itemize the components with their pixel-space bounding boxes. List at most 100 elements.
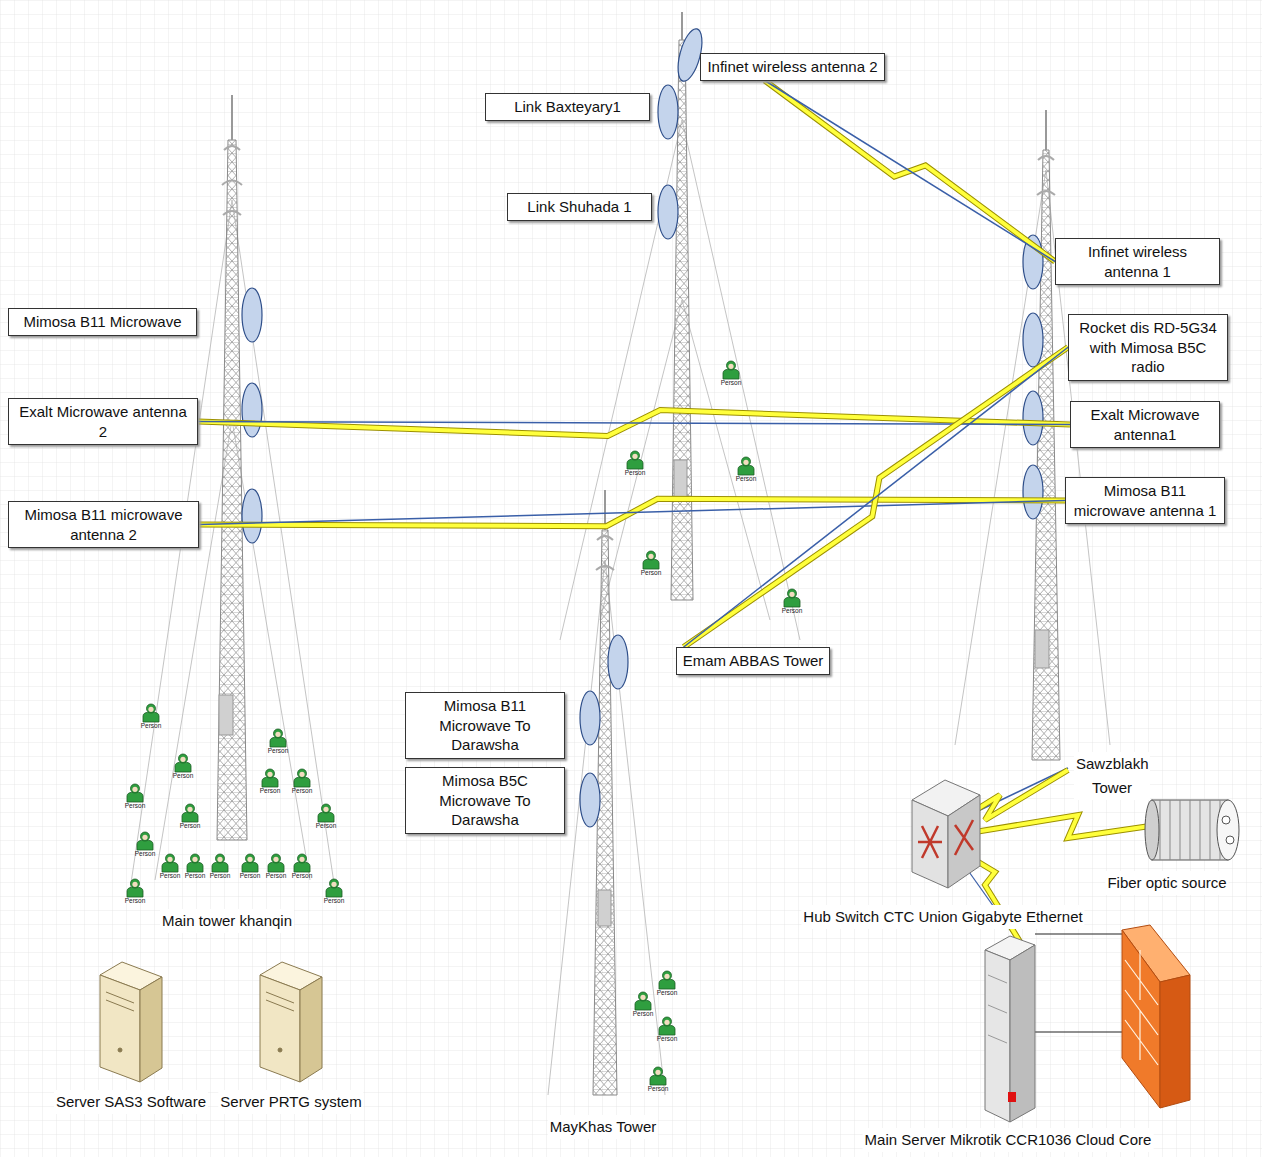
box-text: Mimosa B5C Microwave To Darawsha xyxy=(411,771,559,830)
person-icon xyxy=(175,754,191,772)
wireless-link xyxy=(684,347,1068,647)
box-text: Infinet wireless antenna 2 xyxy=(706,57,879,77)
person-label: Person xyxy=(624,470,647,477)
server-icon xyxy=(260,962,322,1082)
person-icon xyxy=(182,804,198,822)
hub-switch-icon xyxy=(912,780,980,888)
person-label: Person xyxy=(632,1011,655,1018)
person-icon xyxy=(127,784,143,802)
link-line xyxy=(765,81,1055,262)
person-icon xyxy=(650,1067,666,1085)
person-label: Person xyxy=(656,1036,679,1043)
person-icon xyxy=(723,361,739,379)
device-label: MayKhas Tower xyxy=(548,1115,658,1139)
person-icon xyxy=(326,879,342,897)
person-label: Person xyxy=(647,1086,670,1093)
link-line xyxy=(199,501,1065,525)
person-icon xyxy=(127,879,143,897)
guy-wires xyxy=(130,120,1110,1095)
person-icon xyxy=(137,832,153,850)
wireless-bolt xyxy=(765,81,1055,262)
person-icon xyxy=(143,704,159,722)
wireless-bolt xyxy=(684,347,1068,647)
person-icon xyxy=(294,854,310,872)
antenna-label-box: Infinet wireless antenna 1 xyxy=(1055,238,1220,285)
box-text: Infinet wireless antenna 1 xyxy=(1061,242,1214,281)
device-label: Sawzblakh Tower xyxy=(1074,752,1150,800)
box-text: Mimosa B11 Microwave xyxy=(14,312,191,332)
box-text: Link Baxteyary1 xyxy=(491,97,644,117)
wireless-bolt xyxy=(198,410,1070,436)
antenna-label-box: Link Baxteyary1 xyxy=(485,93,650,121)
person-icon xyxy=(212,854,228,872)
person-label: Person xyxy=(735,476,758,483)
antenna-label-box: Mimosa B11 Microwave xyxy=(8,308,197,336)
person-label: Person xyxy=(124,803,147,810)
box-text: Mimosa B11 microwave antenna 1 xyxy=(1071,481,1219,520)
link-line xyxy=(684,347,1068,647)
wireless-link xyxy=(765,81,1055,262)
person-icon xyxy=(318,804,334,822)
main-server-icon xyxy=(985,936,1035,1122)
box-text: Exalt Microwave antenna 2 xyxy=(14,402,192,441)
person-label: Person xyxy=(259,788,282,795)
person-icon xyxy=(162,854,178,872)
wireless-link xyxy=(199,499,1065,526)
person-icon xyxy=(270,729,286,747)
fiber-optic-icon xyxy=(1145,800,1239,860)
person-label: Person xyxy=(265,873,288,880)
person-icon xyxy=(784,589,800,607)
person-icon xyxy=(627,451,643,469)
person-label: Person xyxy=(291,873,314,880)
link-outline xyxy=(198,410,1070,436)
person-label: Person xyxy=(781,608,804,615)
wireless-bolt xyxy=(199,499,1065,526)
firewall-icon xyxy=(1122,925,1190,1108)
person-label: Person xyxy=(267,748,290,755)
person-label: Person xyxy=(184,873,207,880)
link-outline xyxy=(765,81,1055,262)
server-icon xyxy=(100,962,162,1082)
person-label: Person xyxy=(323,898,346,905)
person-label: Person xyxy=(159,873,182,880)
person-label: Person xyxy=(720,380,743,387)
wireless-link xyxy=(198,410,1070,436)
tower-main xyxy=(217,95,247,840)
person-label: Person xyxy=(291,788,314,795)
person-icon xyxy=(659,971,675,989)
person-label: Person xyxy=(209,873,232,880)
device-label: Server SAS3 Software xyxy=(54,1090,208,1114)
person-icon xyxy=(643,551,659,569)
link-line xyxy=(198,422,1070,425)
person-icon xyxy=(242,854,258,872)
person-label: Person xyxy=(640,570,663,577)
person-label: Person xyxy=(179,823,202,830)
antenna-label-box: Link Shuhada 1 xyxy=(507,193,652,221)
antenna-label-box: Infinet wireless antenna 2 xyxy=(700,53,885,81)
device-label: Fiber optic source xyxy=(1105,871,1228,895)
antenna-label-box: Exalt Microwave antenna1 xyxy=(1070,401,1220,448)
person-icon xyxy=(635,992,651,1010)
person-label: Person xyxy=(124,898,147,905)
box-text: Emam ABBAS Tower xyxy=(682,651,824,671)
antenna-label-box: Mimosa B11 microwave antenna 2 xyxy=(8,501,199,548)
person-icon xyxy=(294,769,310,787)
antenna-label-box: Exalt Microwave antenna 2 xyxy=(8,398,198,445)
person-label: Person xyxy=(239,873,262,880)
person-label: Person xyxy=(315,823,338,830)
person-label: Person xyxy=(172,773,195,780)
box-text: Exalt Microwave antenna1 xyxy=(1076,405,1214,444)
device-label: Main tower khanqin xyxy=(160,909,294,933)
device-label: Hub Switch CTC Union Gigabyte Ethernet xyxy=(801,905,1084,929)
person-icon xyxy=(187,854,203,872)
antenna-label-box: Mimosa B5C Microwave To Darawsha xyxy=(405,767,565,834)
device-label: Main Server Mikrotik CCR1036 Cloud Core xyxy=(863,1128,1154,1152)
person-icon xyxy=(262,769,278,787)
person-icon xyxy=(738,457,754,475)
box-text: Rocket dis RD-5G34 with Mimosa B5C radio xyxy=(1074,318,1222,377)
link-outline xyxy=(199,499,1065,526)
box-text: Mimosa B11 microwave antenna 2 xyxy=(14,505,193,544)
